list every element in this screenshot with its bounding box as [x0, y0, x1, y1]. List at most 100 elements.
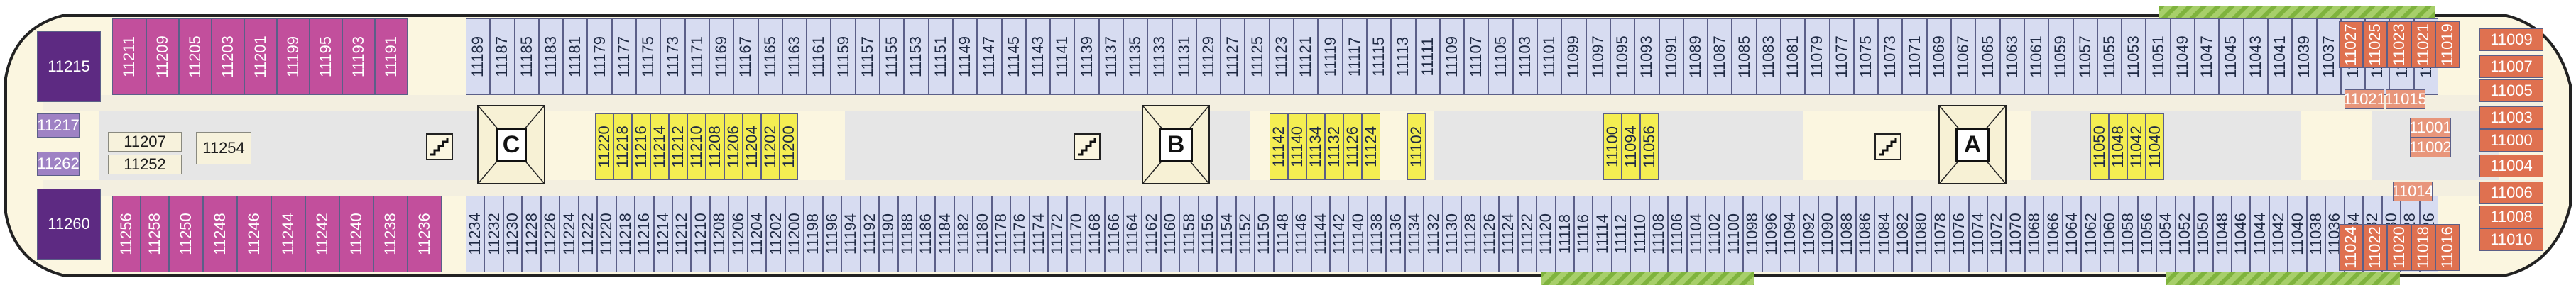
cabin[interactable]: 11041 — [2267, 18, 2293, 95]
cabin[interactable]: 11057 — [2073, 18, 2097, 95]
cabin[interactable]: 11072 — [1987, 196, 2007, 272]
cabin[interactable]: 11048 — [2109, 113, 2127, 180]
cabin[interactable]: 11138 — [1367, 196, 1387, 272]
cabin[interactable]: 11244 — [271, 196, 305, 272]
cabin[interactable]: 11089 — [1683, 18, 1708, 95]
cabin[interactable]: 11008 — [2479, 206, 2543, 228]
cabin[interactable]: 11145 — [1001, 18, 1026, 95]
cabin[interactable]: 11051 — [2146, 18, 2171, 95]
cabin[interactable]: 11196 — [822, 196, 842, 272]
cabin[interactable]: 11066 — [2043, 196, 2063, 272]
cabin[interactable]: 11058 — [2119, 196, 2138, 272]
cabin[interactable]: 11136 — [1386, 196, 1405, 272]
cabin[interactable]: 11212 — [672, 196, 692, 272]
cabin[interactable]: 11074 — [1968, 196, 1988, 272]
cabin[interactable]: 11094 — [1781, 196, 1800, 272]
cabin[interactable]: 11222 — [578, 196, 598, 272]
cabin[interactable]: 11153 — [904, 18, 929, 95]
cabin[interactable]: 11137 — [1098, 18, 1123, 95]
cabin[interactable]: 11042 — [2127, 113, 2146, 180]
cabin[interactable]: 11123 — [1269, 18, 1294, 95]
cabin[interactable]: 11151 — [928, 18, 953, 95]
cabin[interactable]: 11094 — [1622, 113, 1640, 180]
cabin[interactable]: 11211 — [112, 18, 146, 95]
cabin[interactable]: 11056 — [1640, 113, 1659, 180]
cabin[interactable]: 11234 — [466, 196, 485, 272]
cabin[interactable]: 11006 — [2479, 182, 2543, 204]
cabin[interactable]: 11059 — [2048, 18, 2073, 95]
cabin[interactable]: 11082 — [1893, 196, 1913, 272]
cabin[interactable]: 11049 — [2170, 18, 2195, 95]
cabin[interactable]: 11076 — [1950, 196, 1969, 272]
cabin[interactable]: 11163 — [782, 18, 807, 95]
cabin[interactable]: 11096 — [1762, 196, 1781, 272]
cabin[interactable]: 11248 — [203, 196, 237, 272]
cabin[interactable]: 11134 — [1404, 196, 1424, 272]
cabin[interactable]: 11069 — [1926, 18, 1952, 95]
cabin[interactable]: 11250 — [169, 196, 203, 272]
cabin[interactable]: 11104 — [1686, 196, 1706, 272]
cabin[interactable]: 11228 — [522, 196, 541, 272]
cabin[interactable]: 11173 — [660, 18, 685, 95]
cabin[interactable]: 11001 — [2410, 118, 2451, 138]
cabin[interactable]: 11147 — [977, 18, 1002, 95]
cabin[interactable]: 11187 — [490, 18, 515, 95]
cabin[interactable]: 11019 — [2435, 21, 2460, 68]
cabin[interactable]: 11107 — [1464, 18, 1489, 95]
cabin[interactable]: 11232 — [484, 196, 503, 272]
cabin[interactable]: 11111 — [1415, 18, 1440, 95]
cabin[interactable]: 11126 — [1480, 196, 1500, 272]
cabin[interactable]: 11162 — [1142, 196, 1161, 272]
cabin[interactable]: 11010 — [2479, 228, 2543, 251]
cabin[interactable]: 11022 — [2363, 224, 2387, 271]
cabin[interactable]: 11091 — [1659, 18, 1683, 95]
cabin[interactable]: 11118 — [1555, 196, 1574, 272]
cabin[interactable]: 11060 — [2100, 196, 2119, 272]
cabin[interactable]: 11124 — [1362, 113, 1380, 180]
cabin[interactable]: 11194 — [841, 196, 861, 272]
cabin[interactable]: 11167 — [733, 18, 758, 95]
cabin[interactable]: 11102 — [1407, 113, 1426, 180]
cabin[interactable]: 11128 — [1461, 196, 1480, 272]
cabin[interactable]: 11020 — [2387, 224, 2411, 271]
cabin[interactable]: 11206 — [724, 113, 743, 180]
cabin[interactable]: 11191 — [375, 18, 408, 95]
cabin[interactable]: 11067 — [1951, 18, 1976, 95]
cabin[interactable]: 11116 — [1573, 196, 1593, 272]
cabin[interactable]: 11190 — [879, 196, 898, 272]
cabin[interactable]: 11084 — [1874, 196, 1894, 272]
cabin[interactable]: 11203 — [212, 18, 244, 95]
cabin[interactable]: 11042 — [2269, 196, 2288, 272]
cabin[interactable]: 11114 — [1593, 196, 1612, 272]
cabin[interactable]: 11200 — [785, 196, 804, 272]
cabin[interactable]: 11050 — [2090, 113, 2109, 180]
cabin[interactable]: 11198 — [804, 196, 823, 272]
cabin[interactable]: 11085 — [1732, 18, 1757, 95]
cabin[interactable]: 11133 — [1147, 18, 1172, 95]
cabin[interactable]: 11070 — [2006, 196, 2025, 272]
cabin[interactable]: 11039 — [2292, 18, 2317, 95]
cabin[interactable]: 11113 — [1391, 18, 1416, 95]
cabin[interactable]: 11129 — [1196, 18, 1221, 95]
cabin[interactable]: 11216 — [635, 196, 654, 272]
cabin[interactable]: 11242 — [305, 196, 339, 272]
cabin[interactable]: 11121 — [1294, 18, 1319, 95]
cabin[interactable]: 11240 — [339, 196, 373, 272]
cabin[interactable]: 11025 — [2363, 21, 2387, 68]
cabin[interactable]: 11046 — [2231, 196, 2251, 272]
cabin[interactable]: 11177 — [611, 18, 637, 95]
cabin[interactable]: 11117 — [1342, 18, 1367, 95]
cabin[interactable]: 11156 — [1198, 196, 1218, 272]
cabin[interactable]: 11021 — [2345, 89, 2384, 109]
cabin[interactable]: 11110 — [1630, 196, 1649, 272]
cabin[interactable]: 11043 — [2243, 18, 2268, 95]
cabin[interactable]: 11206 — [728, 196, 748, 272]
cabin[interactable]: 11105 — [1488, 18, 1513, 95]
cabin[interactable]: 11218 — [613, 113, 632, 180]
cabin[interactable]: 11112 — [1611, 196, 1631, 272]
cabin[interactable]: 11214 — [650, 113, 669, 180]
cabin[interactable]: 11149 — [952, 18, 978, 95]
cabin[interactable]: 11108 — [1649, 196, 1669, 272]
cabin[interactable]: 11164 — [1123, 196, 1142, 272]
cabin[interactable]: 11157 — [855, 18, 880, 95]
